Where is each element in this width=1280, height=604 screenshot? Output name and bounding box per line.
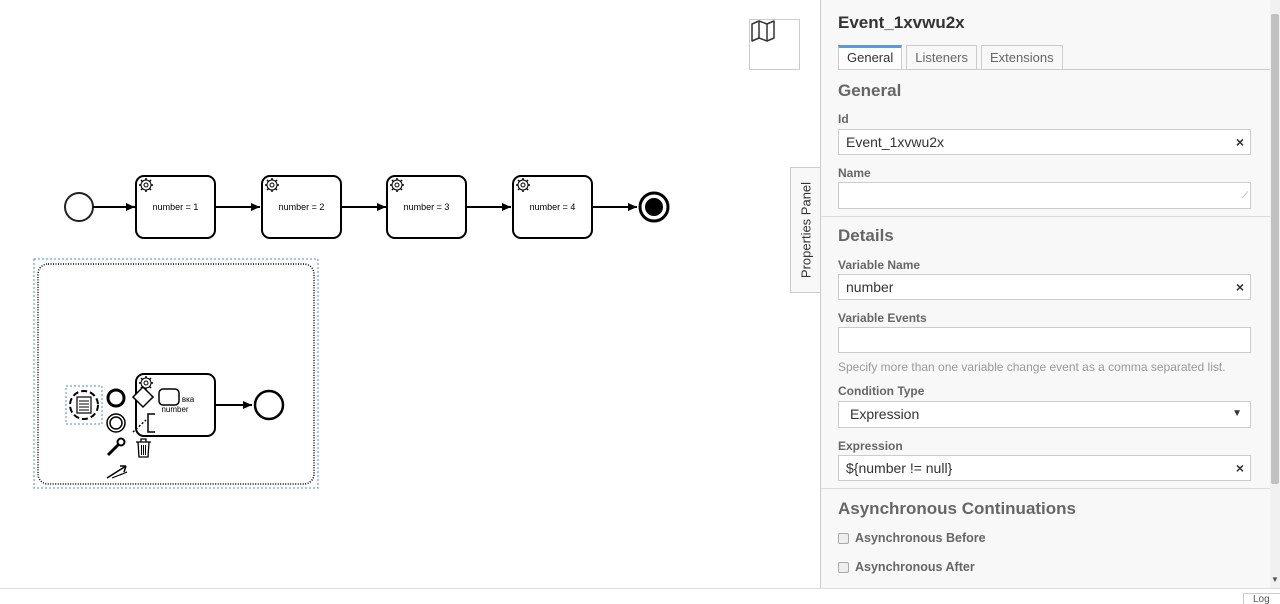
tab-general[interactable]: General [838, 45, 903, 70]
variable-events-label: Variable Events [838, 311, 927, 325]
connect-icon[interactable] [106, 465, 128, 479]
map-icon [751, 20, 775, 42]
end-event[interactable] [638, 191, 670, 223]
name-label: Name [838, 166, 871, 180]
start-event[interactable] [64, 192, 94, 222]
group-details-title: Details [838, 226, 894, 245]
end-event-icon[interactable] [106, 388, 126, 408]
async-before-checkbox-row[interactable]: Asynchronous Before [838, 531, 986, 545]
task-label: number = 3 [404, 202, 450, 212]
diagram-svg[interactable]: number = 1 number = 2 number = 3 number … [0, 0, 820, 588]
wrench-icon[interactable] [106, 437, 126, 457]
task-label: number = 4 [530, 202, 576, 212]
async-after-checkbox[interactable] [838, 561, 849, 573]
expression-label: Expression [838, 439, 903, 453]
clear-expression-button[interactable]: × [1235, 460, 1244, 476]
panel-scrollbar[interactable]: ▼ [1270, 0, 1280, 588]
expression-value: ${number != null} [846, 460, 953, 476]
group-async-title: Asynchronous Continuations [838, 499, 1076, 518]
group-divider [821, 488, 1270, 489]
variable-name-label: Variable Name [838, 258, 921, 272]
id-label: Id [838, 112, 849, 126]
subprocess-end-event[interactable] [253, 389, 285, 421]
group-divider [821, 216, 1270, 217]
log-toggle[interactable]: Log [1243, 593, 1280, 604]
text-annotation-icon[interactable] [132, 413, 155, 433]
condition-type-label: Condition Type [838, 384, 925, 398]
id-value: Event_1xvwu2x [846, 134, 945, 150]
panel-tabs: General Listeners Extensions [838, 45, 1063, 70]
tab-listeners[interactable]: Listeners [906, 45, 977, 70]
bpmn-canvas[interactable]: number = 1 number = 2 number = 3 number … [0, 0, 820, 588]
task-icon[interactable] [158, 388, 180, 406]
task-label: number = 1 [153, 202, 199, 212]
intermediate-event-icon[interactable] [106, 413, 126, 433]
scrollbar-thumb[interactable] [1271, 14, 1279, 484]
scroll-down-arrow-icon[interactable]: ▼ [1271, 575, 1279, 584]
id-input[interactable]: Event_1xvwu2x × [838, 129, 1251, 155]
async-after-checkbox-row[interactable]: Asynchronous After [838, 560, 975, 574]
context-pad [106, 385, 180, 479]
task-label-line1: вка [182, 395, 195, 404]
task-label-line2: number [161, 405, 188, 414]
tab-divider [838, 69, 1270, 70]
conditional-start-event[interactable] [65, 385, 103, 425]
variable-name-input[interactable]: number × [838, 274, 1251, 300]
expression-input[interactable]: ${number != null} × [838, 455, 1251, 481]
service-task[interactable]: number = 2 [261, 175, 342, 239]
properties-panel-toggle[interactable]: Properties Panel [790, 167, 821, 293]
variable-events-hint: Specify more than one variable change ev… [838, 360, 1226, 374]
condition-type-value: Expression [850, 406, 920, 422]
element-title: Event_1xvwu2x [838, 13, 965, 32]
properties-panel: Event_1xvwu2x General Listeners Extensio… [820, 0, 1270, 588]
async-before-checkbox[interactable] [838, 532, 849, 544]
properties-panel-toggle-label: Properties Panel [798, 181, 814, 279]
variable-name-value: number [846, 279, 894, 295]
minimap-toggle-button[interactable] [749, 19, 800, 70]
service-task[interactable]: number = 1 [135, 175, 216, 239]
gateway-icon[interactable] [131, 385, 155, 409]
clear-variable-name-button[interactable]: × [1235, 279, 1244, 295]
name-textarea[interactable]: ⟋ [838, 182, 1251, 209]
dropdown-caret-icon: ▼ [1232, 408, 1242, 419]
bottom-bar: Log [0, 588, 1280, 604]
async-after-label: Asynchronous After [855, 560, 975, 574]
service-task[interactable]: number = 3 [386, 175, 467, 239]
async-before-label: Asynchronous Before [855, 531, 986, 545]
variable-events-input[interactable] [838, 327, 1251, 353]
condition-type-select[interactable]: Expression ▼ [838, 401, 1251, 428]
tab-extensions[interactable]: Extensions [981, 45, 1063, 70]
resize-grip-icon[interactable]: ⟋ [1241, 190, 1248, 200]
group-general-title: General [838, 81, 902, 100]
trash-icon[interactable] [136, 438, 151, 458]
clear-id-button[interactable]: × [1235, 134, 1244, 150]
service-task[interactable]: number = 4 [512, 175, 593, 239]
task-label: number = 2 [279, 202, 325, 212]
